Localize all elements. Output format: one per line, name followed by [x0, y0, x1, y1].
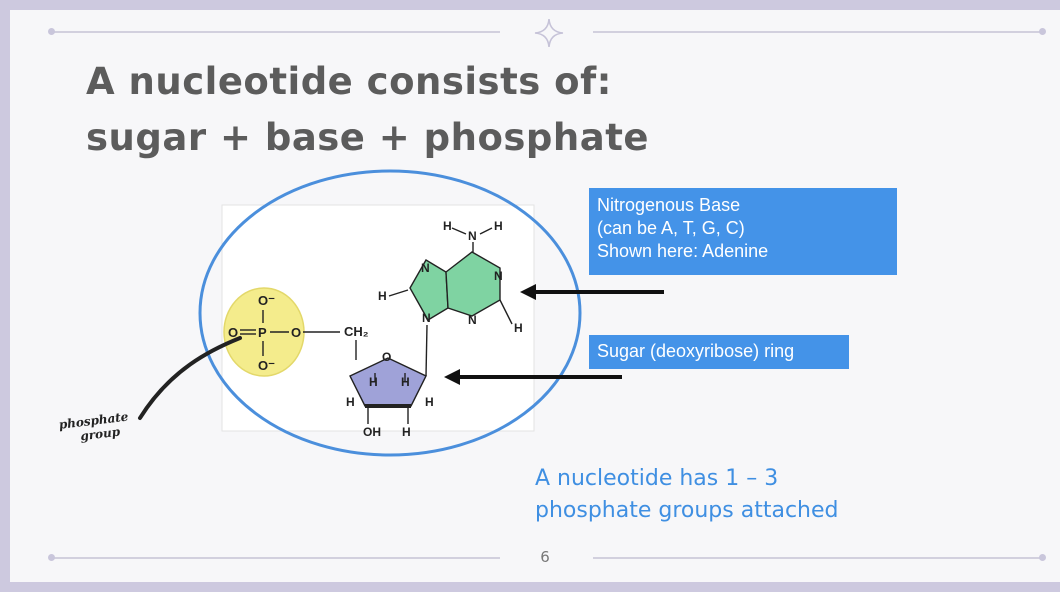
handwritten-pointer-stroke: [138, 336, 242, 420]
slide: A nucleotide consists of: sugar + base +…: [10, 10, 1060, 582]
base-label-line-2: (can be A, T, G, C): [597, 218, 745, 238]
sugar-h-1: H: [369, 375, 378, 389]
note-line-2: phosphate groups attached: [535, 498, 839, 523]
title-line-1: A nucleotide consists of:: [86, 60, 612, 103]
handwritten-annotation: phosphate group: [58, 409, 131, 445]
phosphate-o-top: O⁻: [258, 293, 275, 308]
base-h-right: H: [514, 321, 523, 335]
sugar-arrow: [444, 369, 622, 385]
slide-title: A nucleotide consists of: sugar + base +…: [86, 54, 649, 166]
base-label-line-1: Nitrogenous Base: [597, 195, 741, 215]
base-bonds: [388, 227, 513, 325]
bottom-rule-right: [593, 557, 1043, 559]
base-n-amine: N: [468, 229, 477, 243]
note-line-1: A nucleotide has 1 – 3: [535, 466, 779, 491]
base-n-bottom-right: N: [468, 313, 477, 327]
top-right-dot: [1039, 28, 1046, 35]
sugar-oh: OH: [363, 425, 381, 439]
ch2-label: CH₂: [344, 324, 369, 339]
base-h-amine-left: H: [443, 219, 452, 233]
sugar-h-5: H: [402, 425, 411, 439]
sugar-ring: [349, 357, 427, 407]
top-left-dot: [48, 28, 55, 35]
sugar-h-3: H: [346, 395, 355, 409]
phosphate-o-left: O: [228, 325, 238, 340]
sugar-label: Sugar (deoxyribose) ring: [589, 335, 849, 369]
phosphate-o-right: O: [291, 325, 301, 340]
sugar-h-4: H: [425, 395, 434, 409]
title-line-2: sugar + base + phosphate: [86, 116, 650, 159]
sugar-ring-o: O: [382, 350, 391, 364]
phosphate-o-bottom: O⁻: [258, 358, 275, 373]
base-n-top-right: N: [494, 269, 503, 283]
base-n-top-left: N: [421, 261, 430, 275]
bottom-rule-left: [52, 557, 500, 559]
base-n-bottom-left: N: [422, 311, 431, 325]
base-h-amine-right: H: [494, 219, 503, 233]
base-five-ring: [409, 259, 449, 321]
sugar-bonds: [367, 324, 428, 424]
phosphate-bonds: [240, 310, 357, 360]
nucleotide-outline: [198, 169, 582, 457]
bottom-left-dot: [48, 554, 55, 561]
base-h-left: H: [378, 289, 387, 303]
phosphate-p: P: [258, 325, 267, 340]
page-number: 6: [540, 548, 550, 566]
sparkle-icon: [534, 18, 564, 48]
bottom-right-dot: [1039, 554, 1046, 561]
base-label-line-3: Shown here: Adenine: [597, 241, 769, 261]
base-arrow: [520, 284, 664, 300]
nucleotide-diagram: O⁻ O P O O⁻ CH₂ O H H H H OH H: [198, 169, 582, 457]
base-label: Nitrogenous Base (can be A, T, G, C) Sho…: [589, 188, 897, 275]
top-rule-right: [593, 31, 1043, 33]
phosphate-note: A nucleotide has 1 – 3 phosphate groups …: [535, 463, 838, 527]
top-rule-left: [52, 31, 500, 33]
